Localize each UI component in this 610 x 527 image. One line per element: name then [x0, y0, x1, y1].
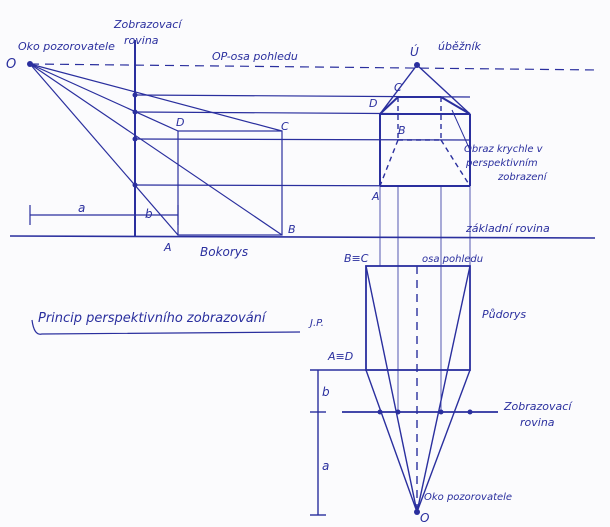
perspective-label-line3: zobrazení [497, 171, 548, 183]
observer-label-bottom: Oko pozorovatele [424, 492, 512, 503]
point-A-persp: A [371, 190, 380, 203]
hidden-right [440, 139, 471, 187]
observer-label-left: Oko pozorovatele [18, 40, 115, 53]
point-AD-plan: A≡D [327, 350, 353, 363]
ray-to-B [29, 63, 283, 236]
point-O-left: O [6, 57, 16, 72]
plan-ray-3 [365, 369, 418, 513]
ray-to-D [29, 63, 179, 132]
plan-view [310, 265, 498, 516]
point-U-label: Ú [410, 44, 419, 59]
ground-plane-line [9, 235, 596, 239]
point-C-persp: C [394, 81, 402, 94]
plan-label: Půdorys [482, 308, 526, 321]
initials-text: J.P. [308, 318, 324, 329]
point-B-persp: B [398, 124, 406, 137]
plan-points [377, 409, 473, 515]
picture-plane-points [27, 61, 138, 188]
point-B-side: B [288, 223, 296, 236]
persp-right-top-edge [440, 96, 471, 115]
sight-axis-line [29, 63, 601, 71]
perspective-label-line2: perspektivním [465, 157, 538, 169]
vanish-line-left [379, 64, 418, 115]
plan-ray-2 [416, 265, 471, 513]
point-BC-plan: B≡C [344, 252, 369, 265]
point-D-side: D [176, 116, 184, 129]
dim-a-left: a [78, 201, 85, 215]
side-view-label: Bokorys [200, 245, 248, 259]
proj-line-3 [134, 138, 471, 141]
ray-to-C [29, 63, 283, 132]
picture-plane-top-line1: Zobrazovací [113, 18, 183, 31]
title-text: Princip perspektivního zobrazování [38, 311, 268, 326]
sight-axis-label: OP-osa pohledu [212, 50, 298, 63]
ground-plane-label: základní rovina [465, 222, 550, 235]
picture-plane-bottom-line1: Zobrazovací [503, 400, 573, 413]
point-C-side: C [281, 120, 289, 133]
perspective-label-line1: Obraz krychle v [464, 144, 544, 155]
cube-side-view [177, 130, 283, 236]
point-O-bottom: O [420, 511, 429, 525]
vanish-line-right [416, 64, 471, 115]
dim-b-bottom: b [322, 385, 330, 399]
cube-plan [365, 265, 471, 371]
bottom-axis-label: osa pohledu [422, 254, 483, 265]
perspective-view [379, 64, 471, 412]
point-A-side: A [163, 241, 172, 254]
plan-ray-4 [416, 369, 471, 513]
title-underline [31, 319, 301, 335]
dim-b-left: b [145, 207, 153, 221]
picture-plane-bottom-line2: rovina [520, 416, 555, 429]
plan-ray-1 [365, 265, 418, 513]
persp-label-leader [451, 109, 471, 151]
ray-to-A [29, 63, 179, 236]
dim-a-bottom: a [322, 459, 329, 473]
hidden-left [379, 139, 399, 187]
picture-plane-top-line2: rovina [124, 34, 159, 47]
side-view-construction [9, 40, 601, 239]
point-D-persp: D [369, 97, 377, 110]
vanishing-point-label: úběžník [438, 40, 482, 53]
vanishing-point [414, 62, 420, 68]
